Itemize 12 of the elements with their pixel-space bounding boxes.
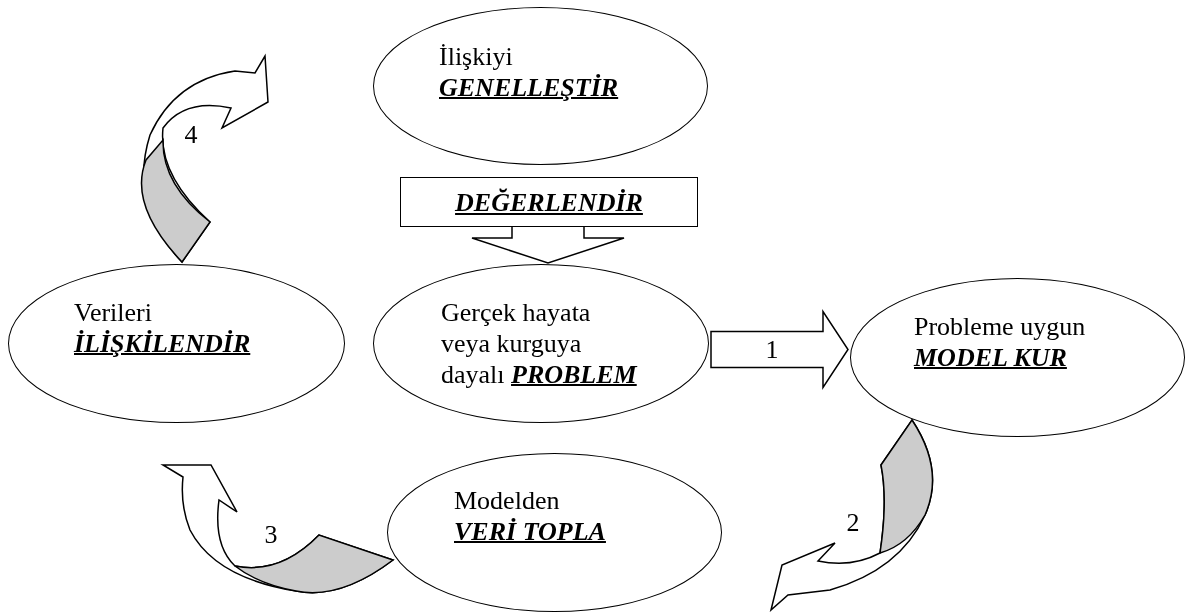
node-text: Modelden VERİ TOPLA xyxy=(454,485,607,547)
block-arrow xyxy=(162,464,394,594)
node-text: Gerçek hayata veya kurguya dayalı PROBLEM xyxy=(441,297,639,390)
callout-box xyxy=(400,177,698,227)
step-text: DEĞERLENDİR xyxy=(455,186,643,219)
node-text: Probleme uygun MODEL KUR xyxy=(914,311,1087,373)
block-arrow xyxy=(471,226,625,264)
block-arrow xyxy=(140,55,269,263)
node-text: Verileri İLİŞKİLENDİR xyxy=(74,297,252,359)
node-text: İlişkiyi GENELLEŞTİR xyxy=(439,41,620,103)
block-arrow xyxy=(770,419,934,611)
block-arrow xyxy=(710,309,849,390)
